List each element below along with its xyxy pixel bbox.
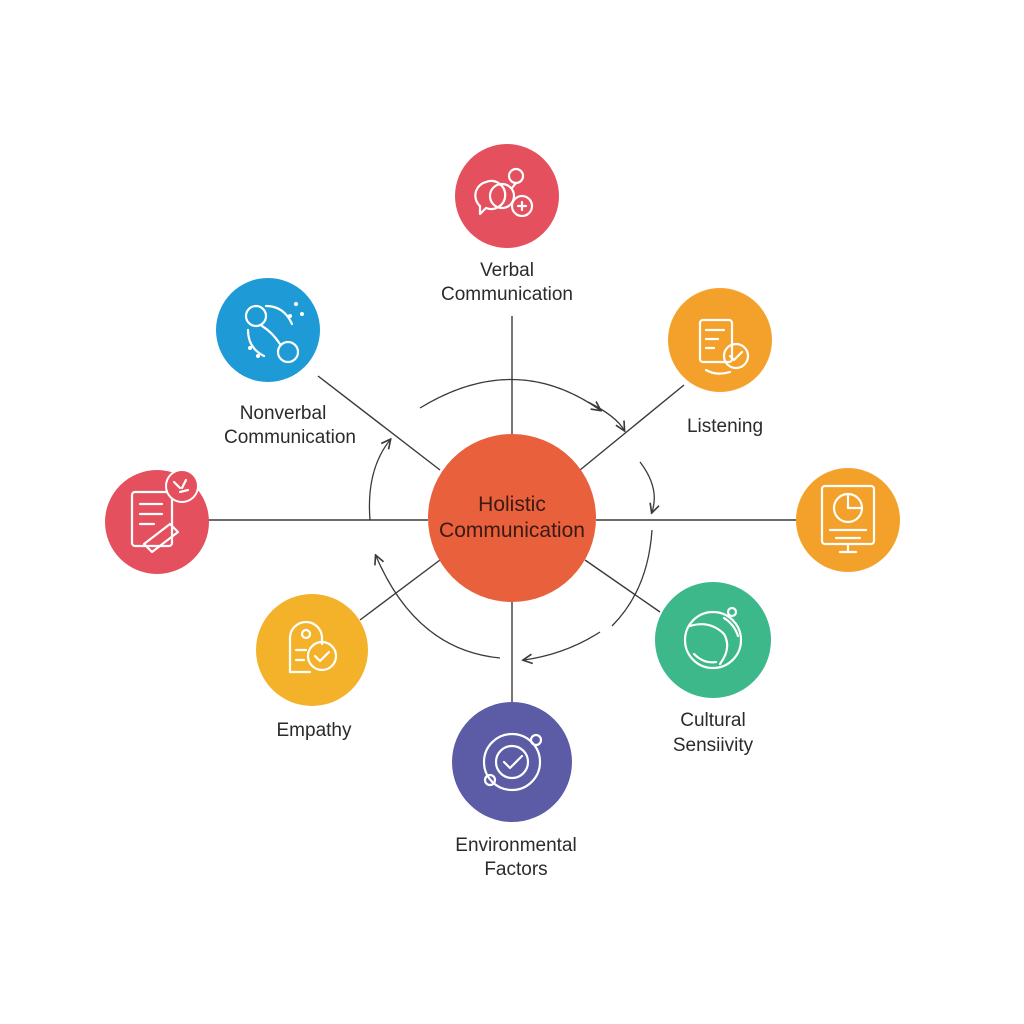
node-label-cultural-line-1: Cultural [680,710,745,731]
document-pencil-icon [130,469,199,554]
monitor-chart-icon [820,484,876,554]
node-circle-verbal [455,144,559,248]
node-label-environmental-line-2: Factors [484,859,547,880]
cycle-arrow-right [639,461,654,512]
node-label-environmental-line-1: Environmental [455,835,576,856]
cycle-arrow-bottom-left [376,556,501,659]
gesture-people-icon [244,302,304,364]
node-cultural-sensitivity: Cultural Sensiivity [655,582,771,756]
node-label-verbal-line-2: Communication [441,284,573,305]
heart-check-icon [288,620,338,674]
node-verbal-communication: Verbal Communication [441,144,573,305]
node-empathy: Empathy [256,594,368,741]
globe-icon [683,606,743,670]
connector-empathy [359,559,441,621]
node-circle-cultural-sensitivity [655,582,771,698]
node-circle-listening [668,288,772,392]
node-label-empathy: Empathy [277,720,352,741]
connector-cultural-sensitivity [584,559,661,613]
cycle-arrow-top-right [587,401,624,430]
cycle-arrow-bottom-right [524,631,601,660]
cycle-arrow-left [368,440,390,521]
dot-3 [288,314,292,318]
connector-nonverbal [317,375,441,471]
center-label-line-2: Communication [439,519,585,542]
node-circle-empathy [256,594,368,706]
target-check-icon [482,732,543,792]
node-circle-unlabeled-right [796,468,900,572]
connector-lines [208,316,800,702]
chat-bubbles-icon [474,167,534,218]
dot-2 [300,312,304,316]
checklist-icon [698,318,750,375]
dot-4 [248,346,252,350]
center-node: Holistic Communication [428,434,596,602]
center-label-line-1: Holistic [478,493,546,516]
node-environmental-factors: Environmental Factors [452,702,577,880]
node-label-cultural-line-2: Sensiivity [673,735,754,756]
node-circle-environmental-factors [452,702,572,822]
node-label-nonverbal-line-2: Communication [224,427,356,448]
node-nonverbal-communication: Nonverbal Communication [216,278,356,448]
cycle-arrows [368,378,654,660]
cycle-arrow-right-lower [611,529,653,627]
dot-5 [256,354,260,358]
connector-listening [579,384,685,471]
dot-1 [294,302,298,306]
node-label-nonverbal-line-1: Nonverbal [240,403,327,424]
cycle-arrow-top [419,378,600,410]
node-label-listening: Listening [687,416,763,437]
center-circle [428,434,596,602]
node-label-verbal-line-1: Verbal [480,260,534,281]
node-listening: Listening [668,288,772,437]
node-unlabeled-left [105,469,209,574]
node-unlabeled-right [796,468,900,572]
